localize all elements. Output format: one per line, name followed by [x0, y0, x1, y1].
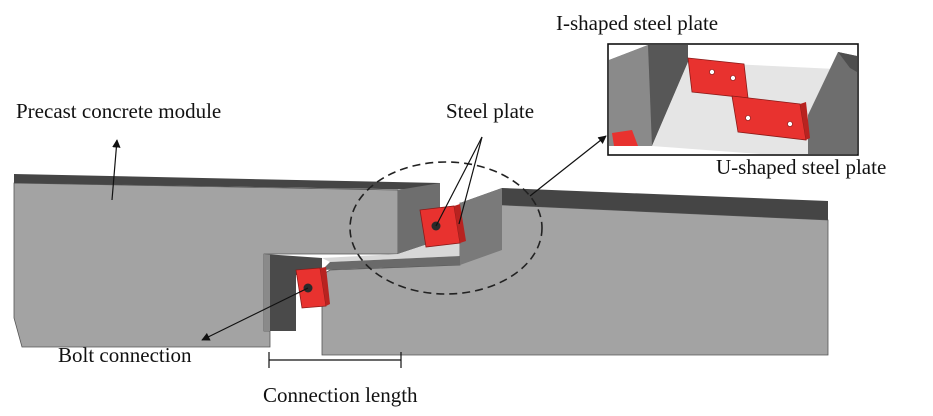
label-connection-length: Connection length [263, 383, 418, 407]
steel-plate-leader-2 [458, 136, 483, 225]
label-precast-concrete-module: Precast concrete module [16, 99, 221, 123]
label-steel-plate: Steel plate [446, 99, 534, 123]
right-module-step-face [460, 188, 502, 265]
inset-detail [607, 43, 859, 156]
inset-arrow [529, 135, 607, 197]
label-bolt-connection: Bolt connection [58, 343, 192, 367]
right-module-top-face [460, 188, 828, 220]
left-module-tongue-end-face [264, 254, 270, 331]
label-u-shaped-steel-plate: U-shaped steel plate [716, 155, 886, 179]
left-precast-module [13, 174, 440, 348]
bolt-connection-arrow [201, 287, 309, 341]
inset-i-shaped-plate [687, 57, 749, 99]
highlight-ellipse [349, 161, 543, 295]
lower-steel-plate [295, 267, 330, 309]
label-i-shaped-steel-plate: I-shaped steel plate [556, 11, 718, 35]
right-module-lower-step-top [322, 256, 460, 270]
precast-module-arrow [111, 139, 121, 201]
upper-steel-plate [419, 204, 466, 248]
right-precast-module [321, 188, 829, 356]
steel-plate-leader-1 [435, 136, 483, 227]
left-module-top-face [14, 174, 440, 190]
leader-lines [111, 135, 607, 368]
